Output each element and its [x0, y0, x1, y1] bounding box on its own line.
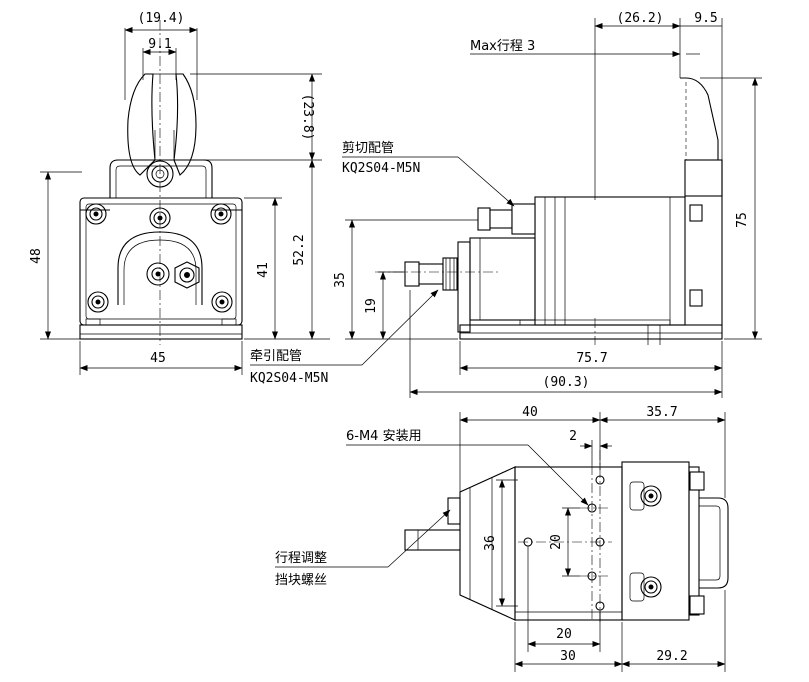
dim-overall-length: (90.3) [543, 375, 590, 390]
callout-pull-pipe: 牵引配管 KQ2S04-M5N [250, 289, 439, 386]
dim-lower-port: 19 [364, 298, 379, 314]
mount-holes-label: 6-M4 安装用 [346, 429, 422, 444]
front-jaw-right [173, 73, 197, 176]
side-cylinder-front [469, 237, 536, 321]
dim-top-right-width: 35.7 [646, 405, 677, 420]
dim-jaw-offset: 9.1 [148, 37, 171, 52]
front-screw-tl [85, 203, 107, 225]
stroke-adjust-line1: 行程调整 [275, 551, 327, 566]
dim-top-width: (19.4) [138, 11, 185, 26]
front-bracket [109, 159, 213, 198]
dim-hole-offset: 2 [569, 429, 577, 444]
side-base-plate [459, 324, 723, 340]
dim-total-height: 48 [29, 248, 44, 264]
front-screw-center [146, 262, 170, 286]
dim-top-small: 9.5 [694, 11, 717, 26]
callout-cut-pipe: 剪切配管 KQ2S04-M5N [342, 140, 515, 207]
side-mount-plate [457, 241, 471, 333]
top-screw-lower [640, 576, 662, 598]
dim-bottom-left: 30 [560, 649, 576, 664]
side-lower-fitting [404, 257, 458, 291]
callout-mount-holes: 6-M4 安装用 [346, 429, 589, 506]
front-screw-br [211, 291, 233, 313]
front-nut [174, 261, 200, 289]
dim-bottom-right: 29.2 [656, 649, 687, 664]
front-body [79, 197, 243, 326]
cut-pipe-part: KQ2S04-M5N [342, 161, 420, 176]
dim-upper-port: 35 [333, 272, 348, 288]
top-adjust-screw [404, 497, 461, 551]
dim-top-height: 36 [483, 535, 498, 551]
dim-pivot-height: 52.2 [292, 234, 307, 265]
dim-top-left-width: 40 [522, 405, 538, 420]
callout-stroke-adjust: 行程调整 挡块螺丝 [275, 509, 451, 588]
front-screw-bl [87, 291, 109, 313]
front-screw-tr [210, 203, 232, 225]
front-view: (19.4) 9.1 (23.8) 48 41 52.2 45 [29, 11, 330, 375]
front-base-plate [79, 324, 243, 340]
side-cylinder-body [534, 196, 686, 326]
cut-pipe-title: 剪切配管 [342, 140, 394, 156]
dim-hole-pitch: 20 [549, 534, 564, 550]
front-jaw-left [127, 73, 156, 176]
top-screw-upper [640, 485, 662, 507]
dim-body-height: 41 [256, 262, 271, 278]
dim-base-width: 45 [150, 351, 166, 366]
pull-pipe-part: KQ2S04-M5N [250, 371, 328, 386]
pull-pipe-title: 牵引配管 [250, 349, 302, 364]
dim-bottom-inner: 20 [556, 627, 572, 642]
dim-side-height: 75 [735, 212, 750, 228]
max-stroke-label: Max行程 3 [470, 39, 535, 54]
side-head [680, 77, 723, 326]
top-mount-plate [514, 466, 623, 621]
dim-body-length: 75.7 [576, 351, 607, 366]
dim-top-offset: (26.2) [617, 11, 664, 26]
dim-jaw-height: (23.8) [300, 94, 315, 141]
top-view: 40 35.7 2 20 36 20 30 29.2 [404, 405, 729, 672]
side-view: (26.2) 9.5 Max行程 3 75 35 19 75.7 (90.3) [333, 11, 762, 398]
stroke-adjust-line2: 挡块螺丝 [275, 573, 327, 588]
side-upper-fitting [477, 203, 536, 235]
